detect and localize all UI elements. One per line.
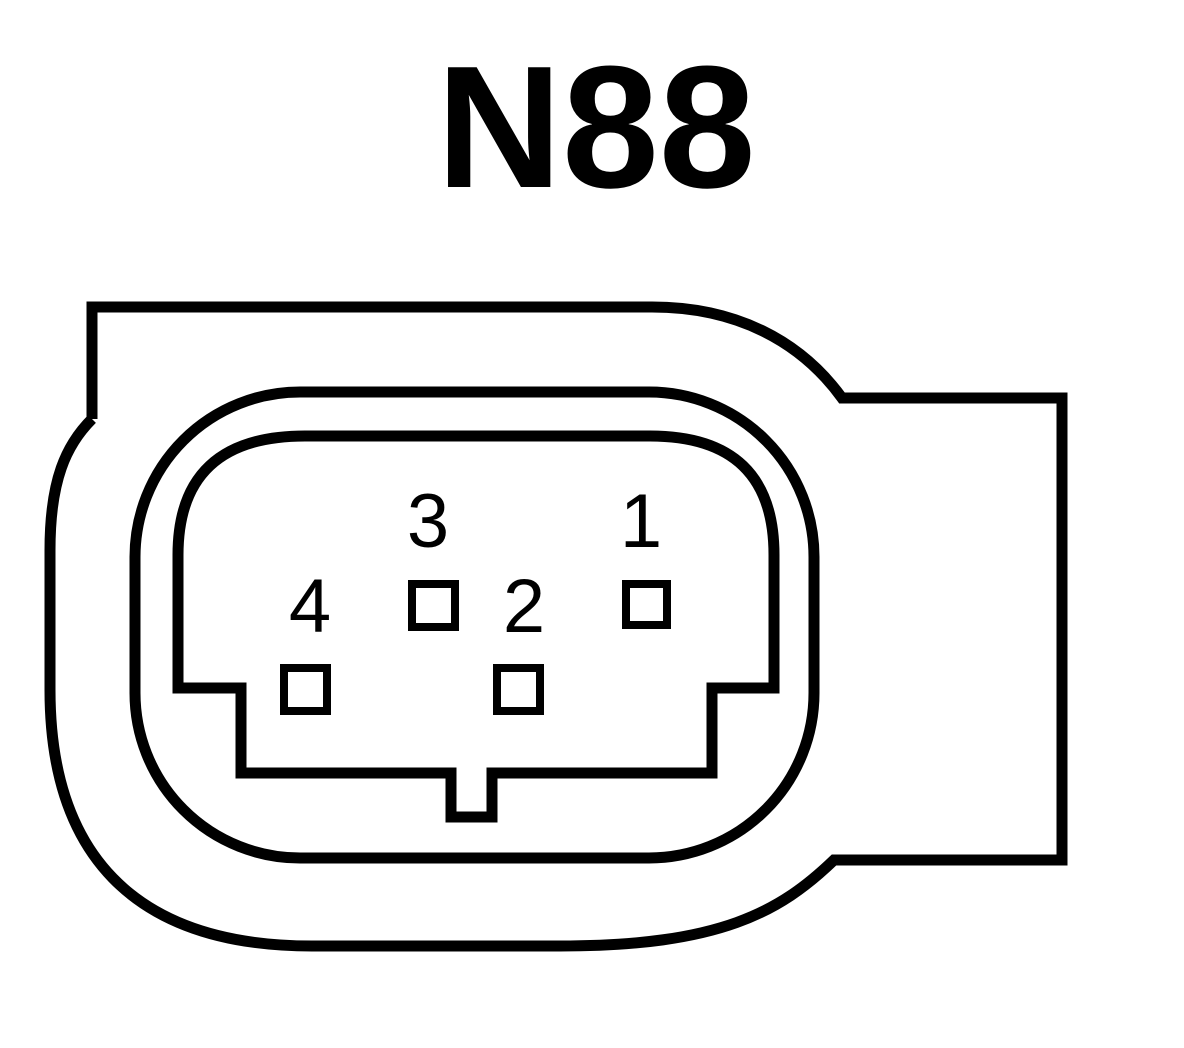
connector-title: N88	[436, 29, 755, 224]
pin-4-label: 4	[289, 564, 331, 649]
connector-seal-ring	[129, 386, 820, 864]
pin-4-terminal	[280, 664, 331, 715]
pin-cavity-outline	[172, 430, 780, 823]
pin-3-label: 3	[407, 479, 449, 564]
pin-3-terminal	[408, 580, 459, 631]
pin-2-terminal	[493, 664, 544, 715]
pin-1-terminal	[622, 580, 671, 629]
connector-housing-outline	[44, 301, 1068, 952]
pin-2-label: 2	[503, 564, 545, 649]
pin-1-label: 1	[620, 479, 662, 564]
